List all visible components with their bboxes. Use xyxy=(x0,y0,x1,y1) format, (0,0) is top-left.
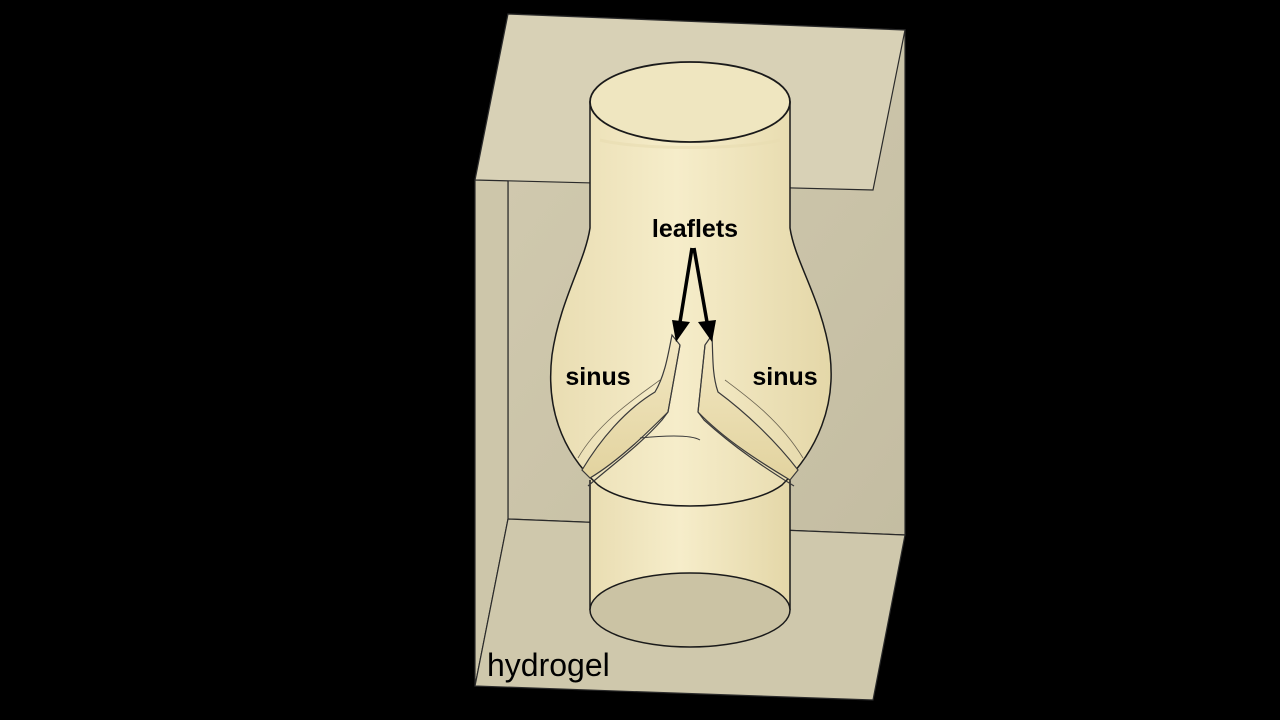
leaflets xyxy=(577,333,804,487)
vessel-top-opening xyxy=(589,61,791,143)
sinus-right-label: sinus xyxy=(752,363,817,391)
arrow-left xyxy=(678,247,694,323)
sinus-left-label: sinus xyxy=(565,363,630,391)
vessel-body xyxy=(549,61,832,507)
leaflet-right xyxy=(697,333,799,481)
arrow-right xyxy=(692,247,709,323)
leaflet-left xyxy=(581,333,681,479)
leaflet-arrows xyxy=(672,247,716,342)
leaflets-label: leaflets xyxy=(652,215,738,243)
hydrogel-label: hydrogel xyxy=(487,647,610,683)
vessel-bottom-opening xyxy=(589,572,791,648)
